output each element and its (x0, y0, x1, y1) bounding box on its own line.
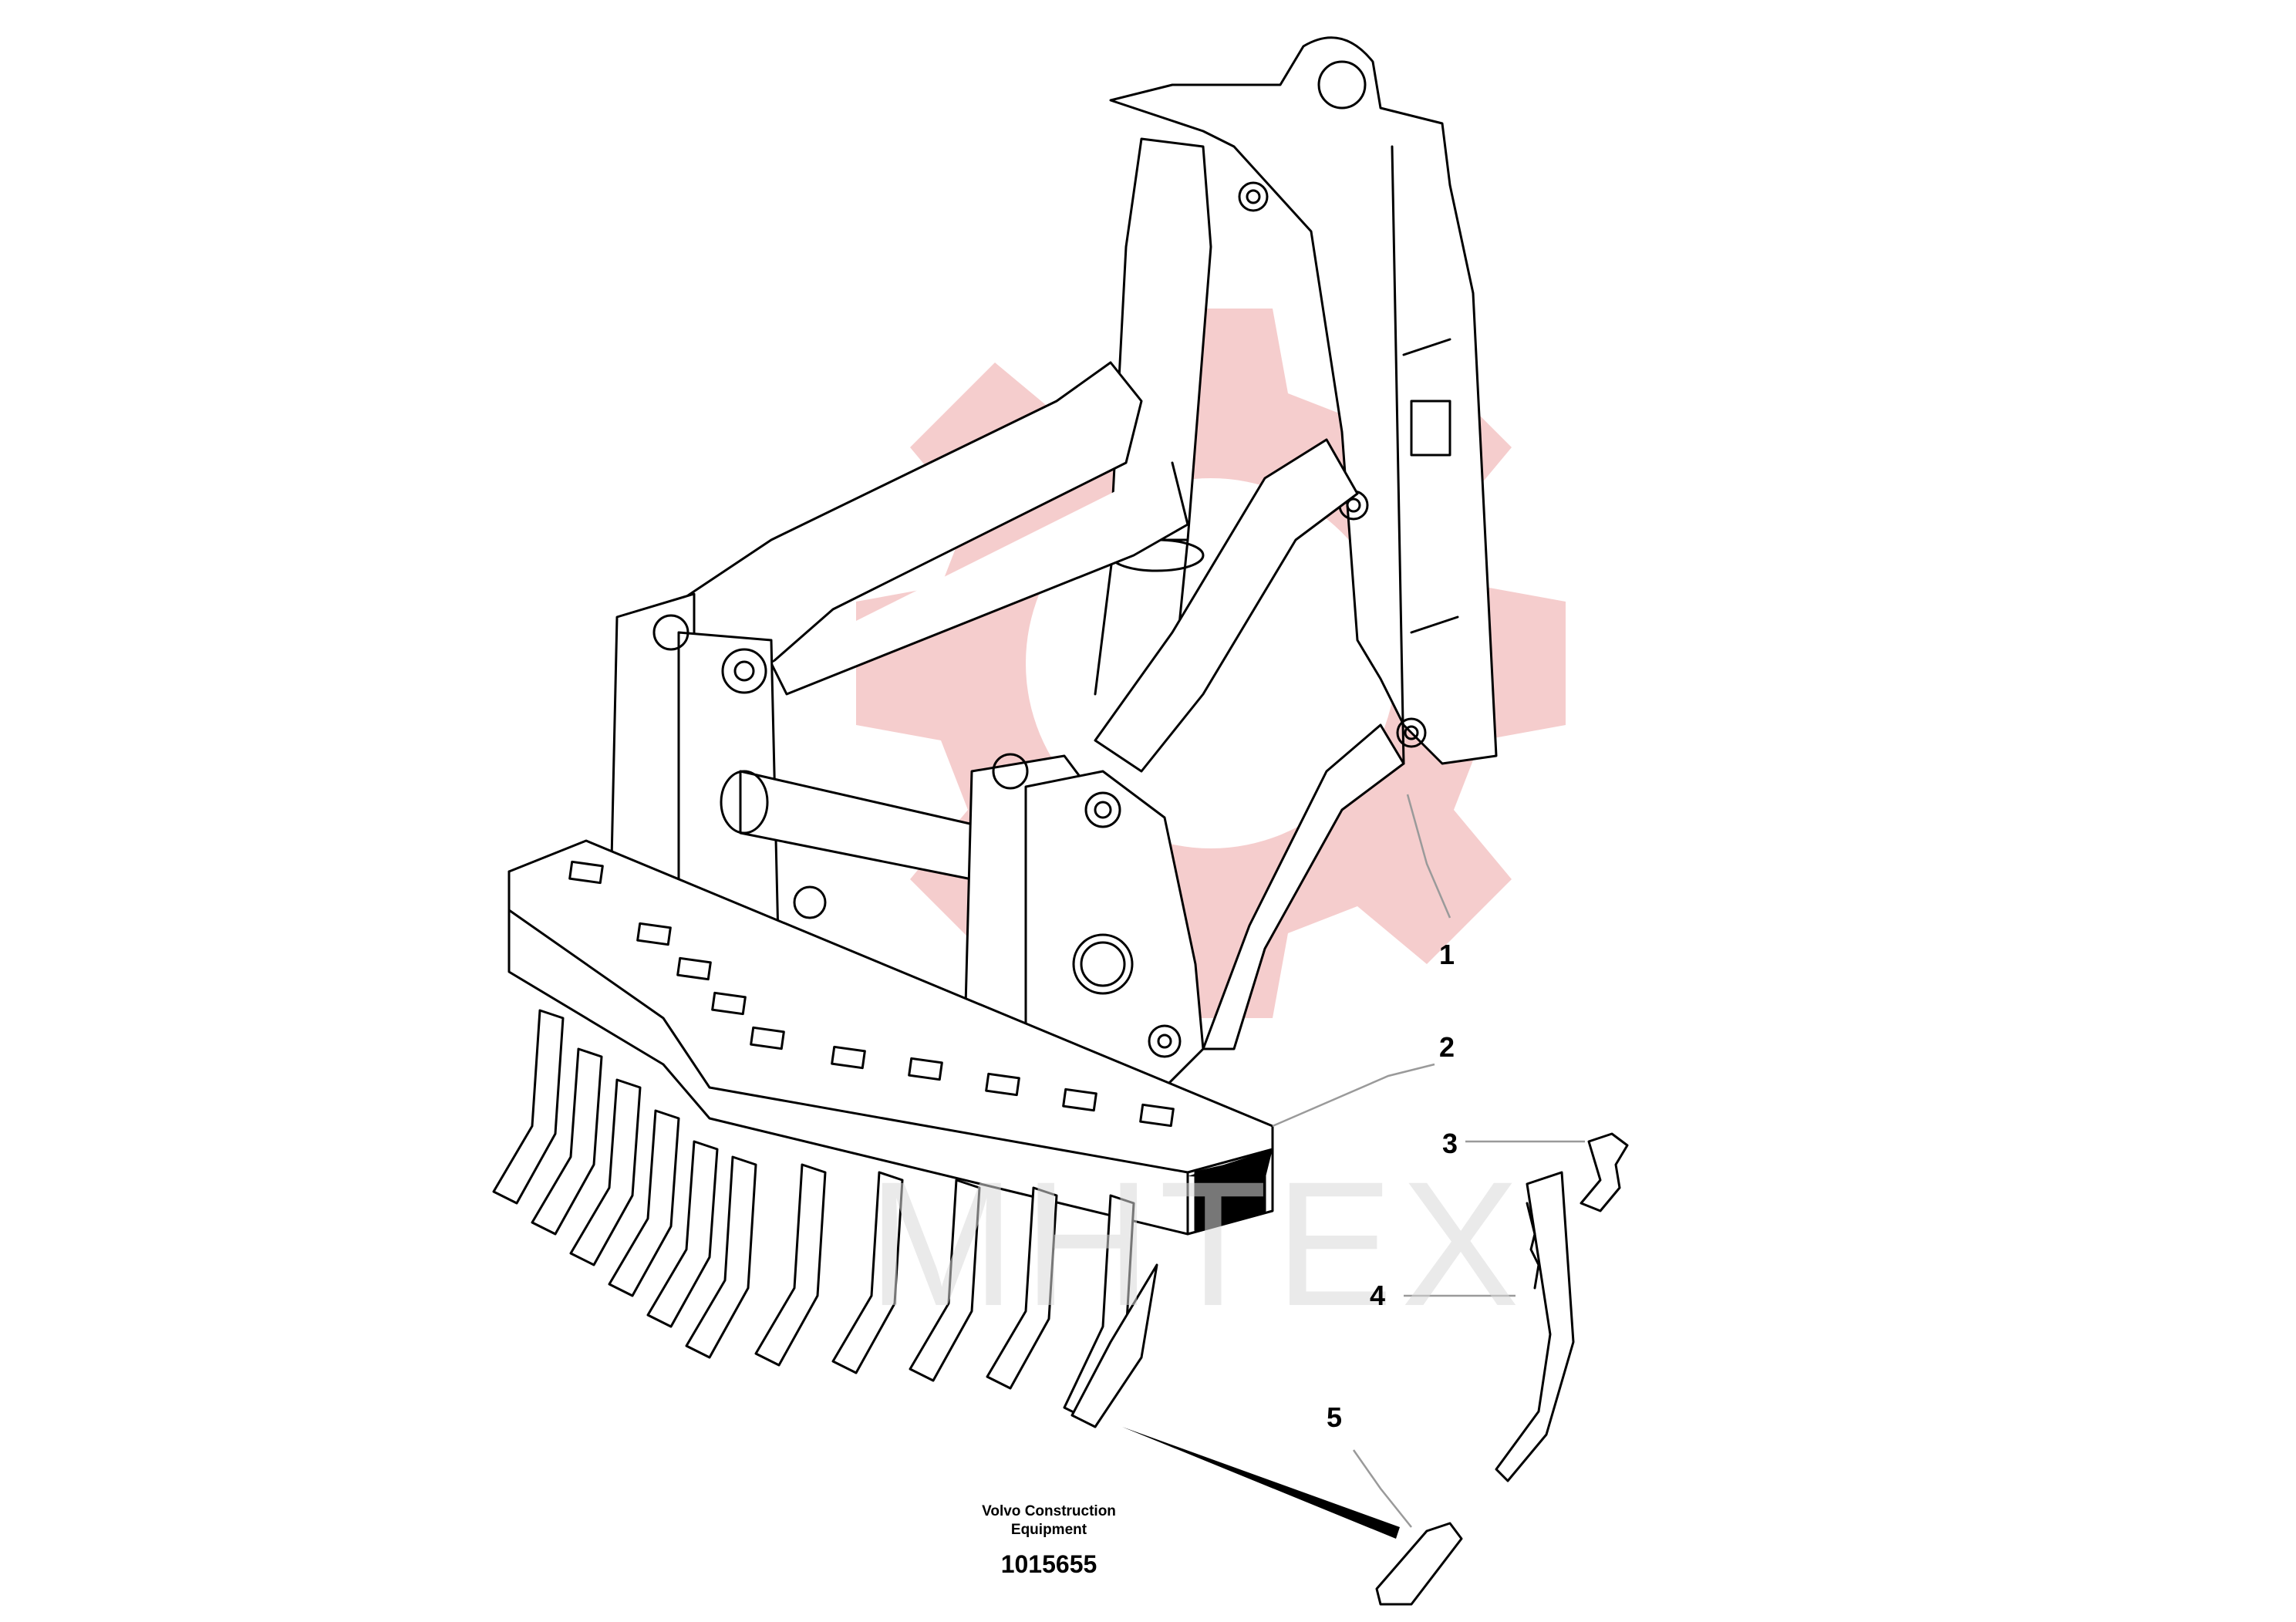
leader-arrow-2 (1188, 1149, 1273, 1180)
credit-line-2: Equipment (1010, 1522, 1087, 1538)
rake-attachment-drawing (492, 36, 1629, 1606)
tine-pockets (568, 860, 1175, 1128)
callout-5: 5 (1327, 1401, 1343, 1433)
drawing-number: 1015655 (1000, 1550, 1097, 1578)
leader-lines (1272, 794, 1585, 1528)
callout-2: 2 (1439, 1031, 1455, 1063)
callout-3: 3 (1442, 1128, 1458, 1159)
callout-4: 4 (1370, 1280, 1386, 1311)
credit-block: Volvo Construction Equipment 1015655 (910, 1502, 1188, 1579)
callout-1: 1 (1439, 939, 1455, 970)
part-5-tooth (1375, 1522, 1463, 1606)
credit-line-1: Volvo Construction (982, 1503, 1116, 1519)
tines (492, 1009, 1158, 1428)
leader-arrow-5 (1122, 1427, 1400, 1539)
part-3-cap (1580, 1132, 1629, 1212)
part-4-tine (1495, 1171, 1575, 1482)
watermark-text: MHTEX (868, 1145, 1527, 1343)
